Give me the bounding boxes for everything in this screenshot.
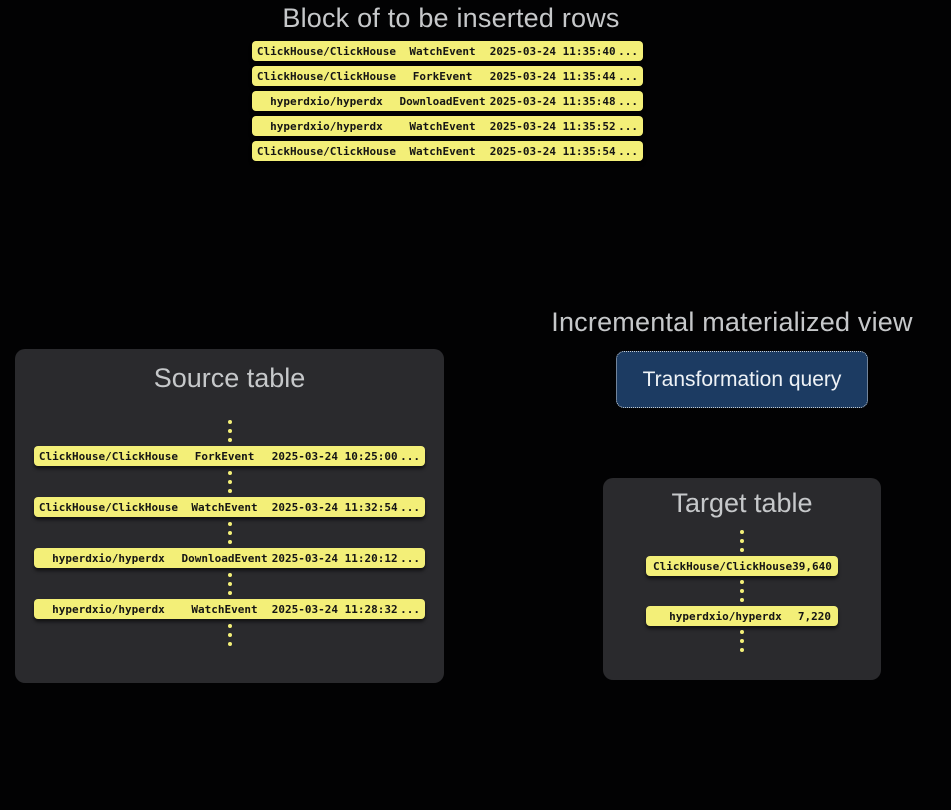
transformation-query-button[interactable]: Transformation query xyxy=(616,351,868,408)
row-repo-cell: ClickHouse/ClickHouse xyxy=(38,500,178,514)
row-event-cell: WatchEvent xyxy=(409,144,476,158)
table-row: hyperdxio/hyperdx 7,220 xyxy=(646,606,838,626)
row-event-cell: DownloadEvent xyxy=(181,551,268,565)
row-more-cell: ... xyxy=(618,94,638,108)
source-table-rows: ClickHouse/ClickHouse ForkEvent 2025-03-… xyxy=(34,415,425,650)
table-row: ClickHouse/ClickHouse WatchEvent 2025-03… xyxy=(34,497,425,517)
target-table-title: Target table xyxy=(671,488,813,518)
row-more-cell: ... xyxy=(618,144,638,158)
vertical-ellipsis-icon xyxy=(227,568,232,599)
vertical-ellipsis-icon xyxy=(227,415,232,446)
row-more-cell: ... xyxy=(618,69,638,83)
vertical-ellipsis-icon xyxy=(740,626,744,656)
row-event-cell: WatchEvent xyxy=(409,119,476,133)
table-row: hyperdxio/hyperdx WatchEvent 2025-03-24 … xyxy=(34,599,425,619)
table-row: ClickHouse/ClickHouse 39,640 xyxy=(646,556,838,576)
vertical-ellipsis-icon xyxy=(740,526,744,556)
row-timestamp-cell: 2025-03-24 11:20:12 xyxy=(271,551,398,565)
vertical-ellipsis-icon xyxy=(740,576,744,606)
row-repo-cell: ClickHouse/ClickHouse xyxy=(256,44,396,58)
row-repo-cell: hyperdxio/hyperdx xyxy=(52,602,165,616)
row-timestamp-cell: 2025-03-24 11:35:54 xyxy=(489,144,616,158)
row-timestamp-cell: 2025-03-24 11:35:40 xyxy=(489,44,616,58)
row-timestamp-cell: 2025-03-24 10:25:00 xyxy=(271,449,398,463)
target-table-rows: ClickHouse/ClickHouse 39,640 hyperdxio/h… xyxy=(646,526,838,656)
row-more-cell: ... xyxy=(400,602,420,616)
row-count-cell: 39,640 xyxy=(792,559,832,573)
vertical-ellipsis-icon xyxy=(227,466,232,497)
row-event-cell: WatchEvent xyxy=(409,44,476,58)
row-repo-cell: hyperdxio/hyperdx xyxy=(52,551,165,565)
vertical-ellipsis-icon xyxy=(227,517,232,548)
row-event-cell: WatchEvent xyxy=(191,602,258,616)
row-count-cell: 7,220 xyxy=(797,609,831,623)
materialized-view-title: Incremental materialized view xyxy=(551,307,913,337)
row-timestamp-cell: 2025-03-24 11:35:52 xyxy=(489,119,616,133)
row-timestamp-cell: 2025-03-24 11:28:32 xyxy=(271,602,398,616)
table-row: hyperdxio/hyperdx WatchEvent 2025-03-24 … xyxy=(252,116,643,136)
table-row: hyperdxio/hyperdx DownloadEvent 2025-03-… xyxy=(34,548,425,568)
source-table-title: Source table xyxy=(153,363,306,393)
insert-block-rows: ClickHouse/ClickHouse WatchEvent 2025-03… xyxy=(252,41,643,161)
row-timestamp-cell: 2025-03-24 11:35:48 xyxy=(489,94,616,108)
row-more-cell: ... xyxy=(400,449,420,463)
row-event-cell: ForkEvent xyxy=(412,69,473,83)
row-more-cell: ... xyxy=(618,44,638,58)
row-repo-cell: hyperdxio/hyperdx xyxy=(669,609,782,623)
row-repo-cell: ClickHouse/ClickHouse xyxy=(653,559,793,573)
row-repo-cell: ClickHouse/ClickHouse xyxy=(256,144,396,158)
row-more-cell: ... xyxy=(400,551,420,565)
table-row: ClickHouse/ClickHouse ForkEvent 2025-03-… xyxy=(252,66,643,86)
row-more-cell: ... xyxy=(400,500,420,514)
row-repo-cell: hyperdxio/hyperdx xyxy=(270,119,383,133)
row-repo-cell: ClickHouse/ClickHouse xyxy=(38,449,178,463)
source-table-panel: Source table ClickHouse/ClickHouse ForkE… xyxy=(15,349,444,683)
row-timestamp-cell: 2025-03-24 11:32:54 xyxy=(271,500,398,514)
row-event-cell: WatchEvent xyxy=(191,500,258,514)
target-table-panel: Target table ClickHouse/ClickHouse 39,64… xyxy=(603,478,881,680)
row-more-cell: ... xyxy=(618,119,638,133)
table-row: ClickHouse/ClickHouse WatchEvent 2025-03… xyxy=(252,41,643,61)
vertical-ellipsis-icon xyxy=(227,619,232,650)
row-event-cell: DownloadEvent xyxy=(399,94,486,108)
row-event-cell: ForkEvent xyxy=(194,449,255,463)
insert-block-title: Block of to be inserted rows xyxy=(282,3,620,33)
row-repo-cell: ClickHouse/ClickHouse xyxy=(256,69,396,83)
row-repo-cell: hyperdxio/hyperdx xyxy=(270,94,383,108)
table-row: ClickHouse/ClickHouse WatchEvent 2025-03… xyxy=(252,141,643,161)
table-row: hyperdxio/hyperdx DownloadEvent 2025-03-… xyxy=(252,91,643,111)
row-timestamp-cell: 2025-03-24 11:35:44 xyxy=(489,69,616,83)
table-row: ClickHouse/ClickHouse ForkEvent 2025-03-… xyxy=(34,446,425,466)
